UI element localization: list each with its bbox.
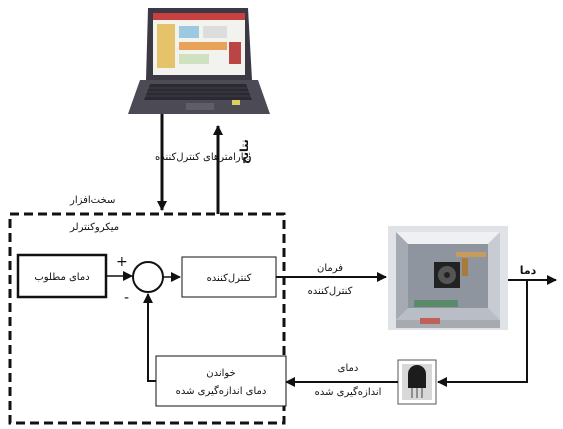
measured-label-1: دمای <box>338 363 359 374</box>
desired-temp-label: دمای مطلوب <box>34 272 89 283</box>
measured-label-2: اندازه‌گیری شده <box>315 386 382 398</box>
params-label: پارامترهای کنترل‌کننده <box>155 152 247 163</box>
temperature-sensor-icon <box>397 359 437 405</box>
laptop-icon <box>128 8 270 114</box>
results-label: نتایج <box>238 139 251 164</box>
controller-label: کنترل‌کننده <box>207 273 252 284</box>
read-label-1: خواندن <box>206 368 236 379</box>
read-temp-box <box>155 355 287 407</box>
controller-box <box>181 256 277 298</box>
summing-junction <box>132 261 164 293</box>
minus-sign: - <box>124 290 129 306</box>
feedback-arrow <box>143 293 156 382</box>
command-label-1: فرمان <box>317 263 343 274</box>
microcontroller-boundary <box>8 212 286 425</box>
plus-sign: + <box>116 254 128 270</box>
read-label-2: دمای اندازه‌گیری شده <box>176 385 267 397</box>
microcontroller-label: میکروکنترلر <box>69 222 119 233</box>
command-label-2: کنترل‌کننده <box>308 286 353 297</box>
plant-box-image <box>388 226 508 330</box>
output-temp-label: دما <box>520 264 537 277</box>
hardware-label: سخت‌افزار <box>69 195 115 206</box>
sensor-feed-line <box>437 280 528 387</box>
